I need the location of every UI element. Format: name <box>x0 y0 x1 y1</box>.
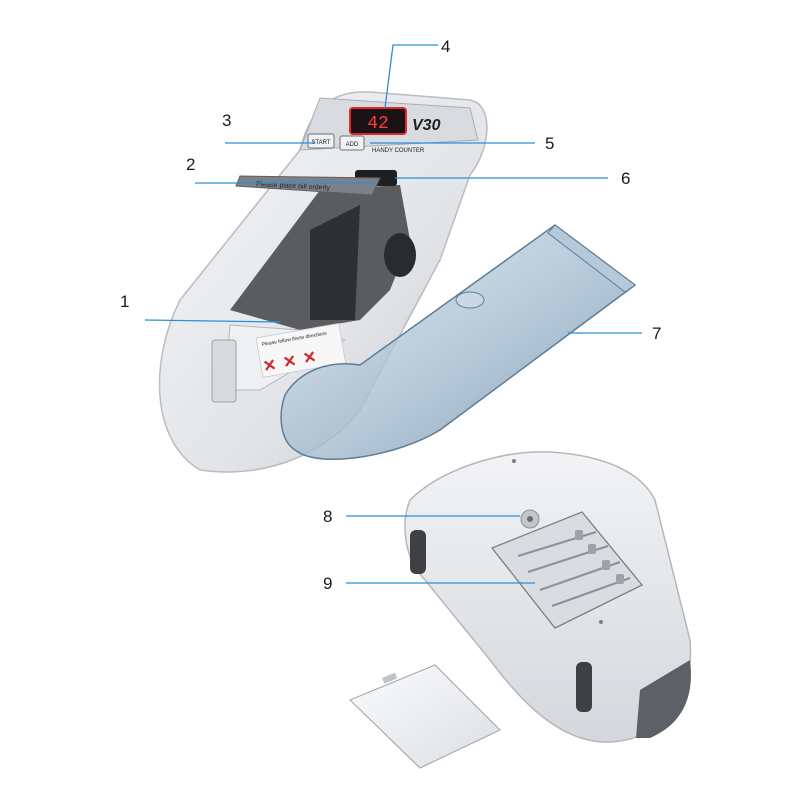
callout-line-4 <box>384 44 438 109</box>
transparent-tray <box>280 224 637 460</box>
battery-lid-tab <box>381 672 398 684</box>
battery-lid-plate <box>348 664 502 769</box>
callout-number-4: 4 <box>441 37 450 56</box>
counter-device: 42 V30 START ADD HANDY COUNTER Please pl… <box>158 91 637 473</box>
direction-sticker: Please follow these directions ✕ ✕ ✕ <box>255 322 347 378</box>
rubber-foot <box>410 530 426 574</box>
model-label: V30 <box>412 117 441 134</box>
callout-number-9: 9 <box>323 574 332 593</box>
tray-grip <box>455 291 485 309</box>
counter-underside <box>404 451 692 743</box>
add-button[interactable]: ADD <box>339 135 365 151</box>
battery-contacts <box>575 530 624 584</box>
callout-numbers: 1 2 3 4 5 6 7 8 9 <box>120 37 661 593</box>
screw-hole-center <box>527 516 533 522</box>
cross-mark: ✕ <box>282 353 298 372</box>
subtitle-label: HANDY COUNTER <box>372 148 425 154</box>
battery-lid <box>348 664 502 769</box>
tray-rim <box>547 224 636 293</box>
callout-number-3: 3 <box>222 111 231 130</box>
add-button-label: ADD <box>346 142 359 148</box>
callout-number-7: 7 <box>652 324 661 343</box>
cross-mark: ✕ <box>262 357 278 376</box>
callout-number-2: 2 <box>186 155 195 174</box>
display-value: 42 <box>367 114 389 134</box>
cross-mark: ✕ <box>302 349 318 368</box>
callout-lines <box>144 44 642 584</box>
start-button[interactable]: START <box>307 133 335 149</box>
callout-number-6: 6 <box>621 169 630 188</box>
vent-dot <box>599 620 603 624</box>
start-button-label: START <box>311 140 330 146</box>
battery-compartment <box>490 511 644 629</box>
vent-dot <box>512 459 516 463</box>
callout-number-1: 1 <box>120 292 129 311</box>
tray-hinge <box>211 339 237 403</box>
led-display: 42 <box>349 107 407 135</box>
callout-number-8: 8 <box>323 507 332 526</box>
callout-line-1 <box>144 319 281 323</box>
counter-cavity-shadow <box>310 205 360 320</box>
tray-instruction: Please place bill orderly <box>256 181 331 192</box>
underside-end-cap <box>636 660 691 738</box>
callout-number-5: 5 <box>545 134 554 153</box>
counter-roller <box>384 233 416 277</box>
rubber-foot <box>576 662 592 712</box>
